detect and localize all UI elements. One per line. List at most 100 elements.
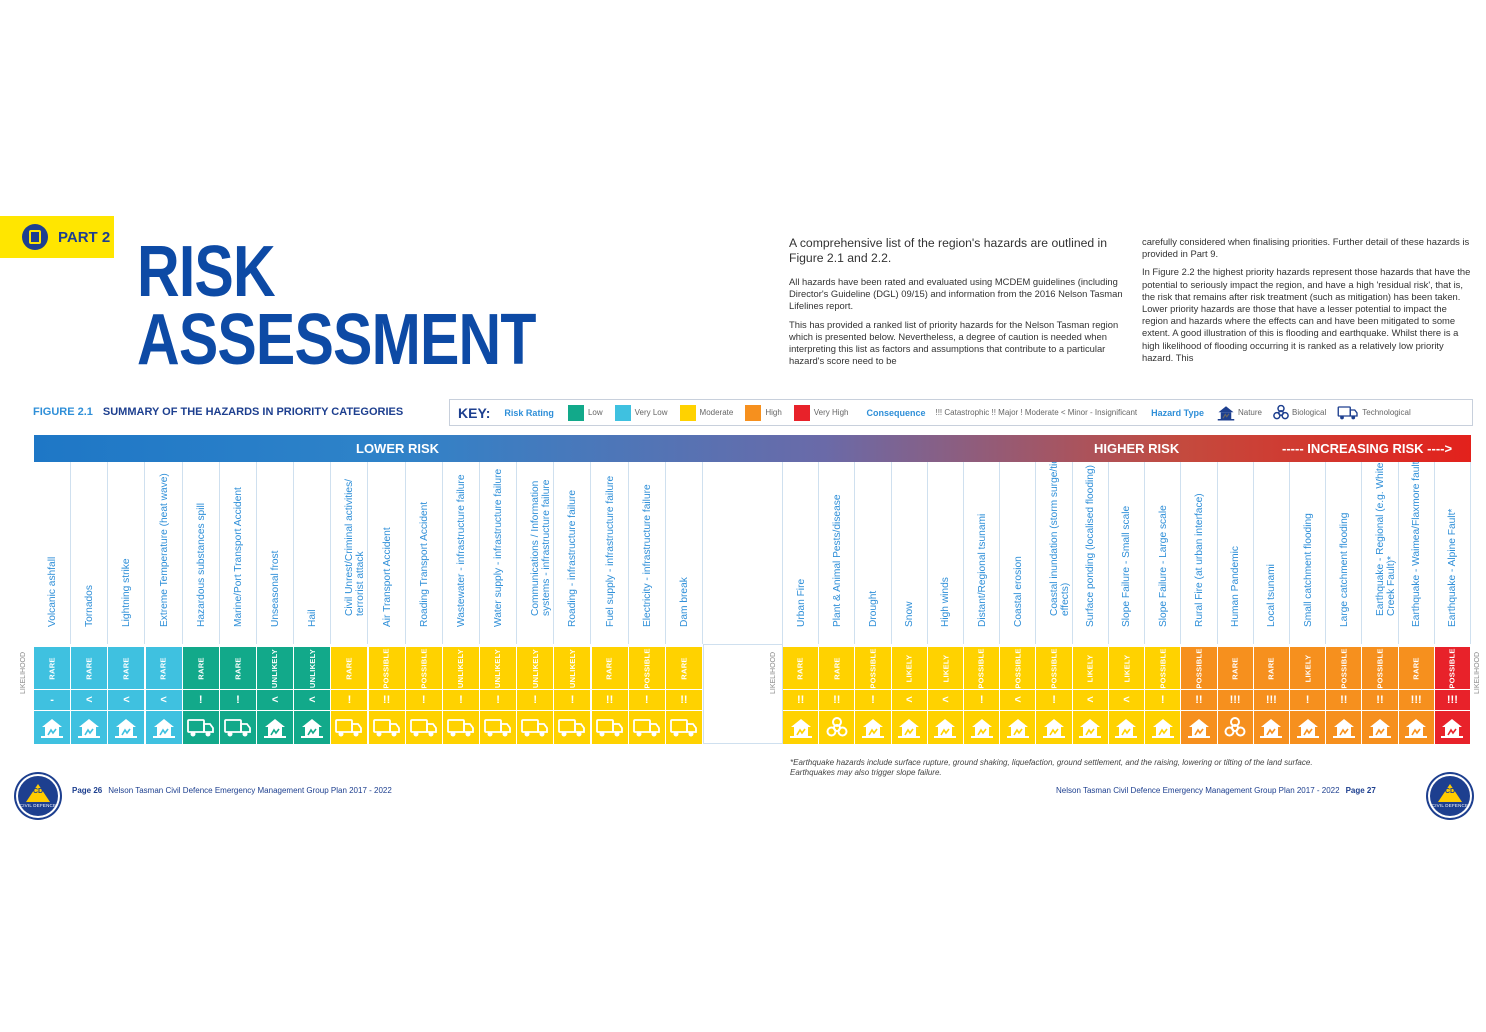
hazard-type-cell xyxy=(480,711,517,744)
hazard-type-cell xyxy=(554,711,591,744)
biohazard-icon xyxy=(1224,716,1246,736)
hazard-column: Extreme Temperature (heat wave)RARE< xyxy=(145,462,183,744)
hazard-header: Drought xyxy=(855,462,892,644)
hazard-type-cell xyxy=(182,711,219,744)
consequence-cell: < xyxy=(108,690,145,710)
likelihood-value: RARE xyxy=(832,656,842,680)
consequence-cell: ! xyxy=(480,690,517,710)
hazard-name: Lightning strike xyxy=(121,558,133,627)
nature-hazard-icon xyxy=(1405,718,1428,738)
hazard-type-name: Nature xyxy=(1237,408,1262,417)
risk-rating-label: Risk Rating xyxy=(504,407,554,418)
hazard-column: Coastal inundation (storm surge/tidal ef… xyxy=(1036,462,1073,744)
hazard-name: Rural Fire (at urban interface) xyxy=(1193,493,1205,627)
likelihood-value: RARE xyxy=(1266,656,1276,680)
hazard-type-cell xyxy=(442,711,479,744)
nature-hazard-icon xyxy=(1332,718,1355,738)
nature-hazard-icon xyxy=(1187,718,1210,738)
consequence-cell: ! xyxy=(855,690,891,710)
higher-risk-label: HIGHER RISK xyxy=(1094,441,1180,456)
likelihood-value: RARE xyxy=(344,656,354,680)
vehicle-icon xyxy=(409,718,437,736)
hazard-header: Human Pandemic xyxy=(1218,462,1254,644)
hazard-header: Tornados xyxy=(71,462,109,644)
nature-hazard-icon xyxy=(301,718,324,738)
hazard-header: Water supply - infrastructure failure xyxy=(480,462,518,644)
hazard-type-cell xyxy=(368,711,405,744)
hazard-header: Wastewater - infrastructure failure xyxy=(443,462,480,644)
hazard-header: Slope Failure - Large scale xyxy=(1145,462,1182,644)
likelihood-value: LIKELY xyxy=(940,654,950,682)
hazard-name: Unseasonal frost xyxy=(270,550,282,627)
hazard-header: Electricity - infrastructure failure xyxy=(629,462,666,644)
likelihood-cell: LIKELY xyxy=(927,647,964,689)
hazard-type-cell xyxy=(1398,711,1434,744)
likelihood-cell: POSSIBLE xyxy=(1434,647,1470,689)
likelihood-value: LIKELY xyxy=(904,654,914,682)
risk-swatch-label: Low xyxy=(587,408,603,417)
likelihood-cell: LIKELY xyxy=(891,647,927,689)
likelihood-value: POSSIBLE xyxy=(642,647,652,689)
hazard-type-cell xyxy=(964,711,1000,744)
nature-hazard-icon xyxy=(78,718,101,738)
likelihood-value: UNLIKELY xyxy=(307,648,317,688)
hazard-type-cell xyxy=(783,711,819,744)
consequence-cell: ! xyxy=(1145,690,1181,710)
hazard-name: Civil Unrest/Criminal activities/ terror… xyxy=(344,479,367,616)
likelihood-cell: POSSIBLE xyxy=(1326,647,1362,689)
hazard-name: Communications / Information systems - i… xyxy=(530,479,553,616)
hazard-header: Large catchment flooding xyxy=(1326,462,1363,644)
hazard-name: Earthquake - Alpine Fault* xyxy=(1447,508,1459,627)
risk-swatch xyxy=(745,404,762,421)
vehicle-icon xyxy=(447,718,474,736)
hazard-name: Electricity - infrastructure failure xyxy=(641,484,653,627)
hazard-type-cell xyxy=(1289,711,1326,744)
nature-hazard-icon xyxy=(41,718,64,738)
vehicle-icon xyxy=(595,718,623,736)
consequence-cell: ! xyxy=(331,690,368,710)
hazard-column: Earthquake - Regional (e.g. White Creek … xyxy=(1362,462,1399,744)
likelihood-value: POSSIBLE xyxy=(868,647,878,689)
hazard-header: High winds xyxy=(928,462,965,644)
consequence-cell: < xyxy=(891,690,927,710)
hazard-type-name: Biological xyxy=(1292,408,1327,417)
likelihood-value: UNLIKELY xyxy=(270,648,280,688)
vehicle-icon xyxy=(484,718,511,736)
nature-hazard-icon xyxy=(115,718,138,738)
likelihood-cell: UNLIKELY xyxy=(517,647,554,689)
consequence-cell: ! xyxy=(628,690,665,710)
consequence-cell: < xyxy=(257,690,294,710)
nature-hazard-icon xyxy=(1151,718,1174,738)
likelihood-value: RARE xyxy=(1411,656,1421,680)
likelihood-cell: RARE xyxy=(819,647,855,689)
consequence-cell: < xyxy=(71,690,108,710)
footer-left-text: Nelson Tasman Civil Defence Emergency Ma… xyxy=(108,786,392,795)
nature-hazard-icon xyxy=(1043,718,1066,738)
hazard-name: Marine/Port Transport Accident xyxy=(232,487,244,627)
consequence-cell: !!! xyxy=(1217,690,1253,710)
consequence-cell: - xyxy=(34,690,71,710)
nature-hazard-icon xyxy=(789,718,812,738)
hazard-name: Earthquake - Regional (e.g. White Creek … xyxy=(1374,462,1397,616)
likelihood-cell: RARE xyxy=(591,647,628,689)
page-title-line1: RISK xyxy=(137,232,276,312)
hazard-name: Drought xyxy=(868,590,879,627)
hazard-type-cell xyxy=(665,711,702,744)
risk-swatch-label: Very Low xyxy=(634,408,668,417)
hazard-name: Water supply - infrastructure failure xyxy=(493,468,505,627)
hazard-type-cell xyxy=(1434,711,1470,744)
hazard-column: Rural Fire (at urban interface)POSSIBLE!… xyxy=(1181,462,1218,744)
hazard-header: Civil Unrest/Criminal activities/ terror… xyxy=(331,462,369,644)
hazard-name: Urban Fire xyxy=(795,578,807,627)
hazard-name: Coastal inundation (storm surge/tidal ef… xyxy=(1049,462,1072,616)
hazard-header: Distant/Regional tsunami xyxy=(964,462,1001,644)
consequence-cell: < xyxy=(1000,690,1036,710)
footer-right-text: Nelson Tasman Civil Defence Emergency Ma… xyxy=(1056,786,1340,795)
body-paragraph: carefully considered when finalising pri… xyxy=(1142,236,1470,260)
logo-letters: CD xyxy=(32,787,44,795)
